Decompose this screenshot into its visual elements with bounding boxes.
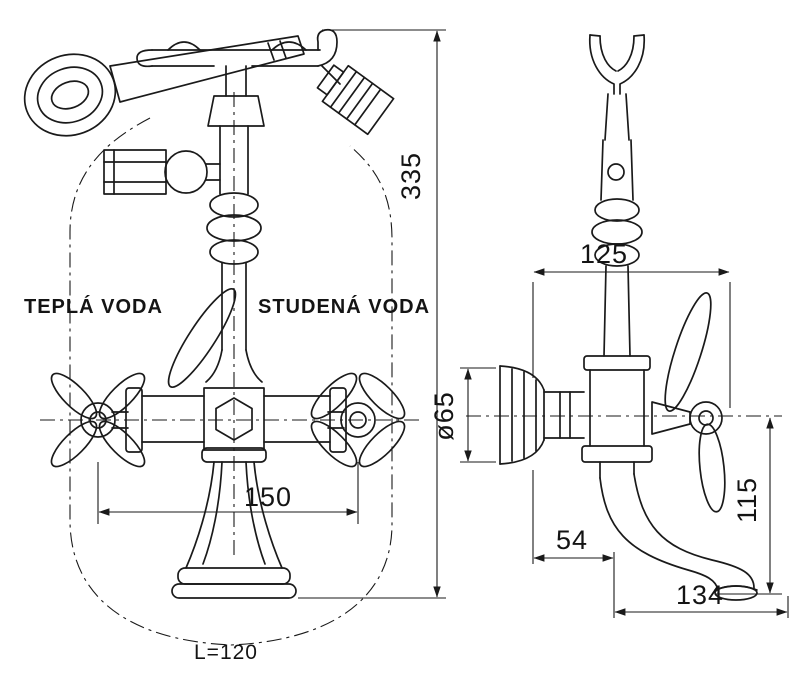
wall-flange [499, 365, 585, 465]
cold-handle [310, 372, 406, 468]
hot-handle [50, 372, 146, 468]
hot-water-label: TEPLÁ VODA [24, 295, 163, 318]
tub-spout [171, 447, 297, 599]
dim-134: 134 [614, 580, 789, 618]
side-body [581, 355, 653, 463]
dim-54-text: 54 [556, 525, 588, 555]
dim-150: 150 [97, 462, 359, 524]
dim-125: 125 [532, 239, 731, 408]
side-handle [651, 292, 726, 513]
dim-54: 54 [532, 470, 615, 618]
dim-65-text: ø65 [429, 391, 459, 441]
shower-cradle [136, 28, 341, 85]
diverter-lever [167, 287, 237, 389]
shower-hose-outline [69, 117, 393, 646]
side-column [591, 139, 643, 357]
dim-115: 115 [716, 417, 782, 595]
dim-134-text: 134 [676, 580, 724, 610]
diverter-valve [103, 149, 221, 195]
side-view: 125 ø65 54 115 134 [429, 34, 789, 618]
dim-65: ø65 [429, 367, 496, 463]
dim-150-text: 150 [244, 482, 292, 512]
dim-335-text: 335 [396, 152, 426, 200]
shower-holder-fork [589, 34, 645, 181]
front-view: 335 150 L=120 TEPLÁ VODA STUDENÁ VODA [23, 28, 446, 664]
hand-shower [23, 35, 305, 137]
riser-column [205, 65, 265, 383]
dim-125-text: 125 [580, 239, 628, 269]
cold-water-label: STUDENÁ VODA [258, 295, 430, 318]
hose-outlet [316, 64, 395, 136]
hose-length-label: L=120 [194, 641, 258, 664]
dim-335: 335 [298, 29, 446, 599]
hex-nut [215, 397, 253, 441]
dim-115-text: 115 [732, 477, 762, 523]
side-spout [599, 461, 758, 601]
